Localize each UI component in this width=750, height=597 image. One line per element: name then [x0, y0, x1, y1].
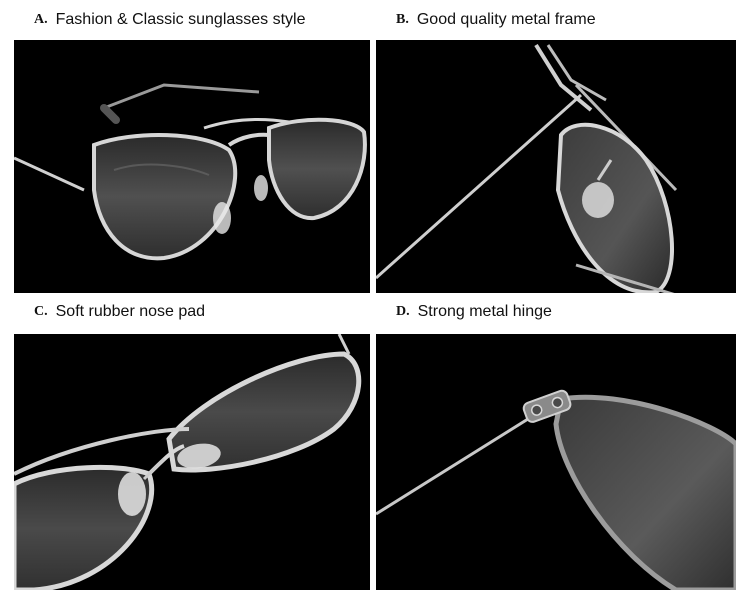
metal-frame-illustration: [376, 43, 678, 293]
photo-metal-hinge: [376, 334, 736, 590]
sunglasses-front-illustration: [14, 83, 367, 261]
caption-c-text: Soft rubber nose pad: [55, 303, 206, 320]
caption-d-text: Strong metal hinge: [417, 303, 552, 320]
caption-c: C. Soft rubber nose pad: [34, 298, 205, 326]
nose-pad-illustration: [14, 334, 362, 590]
photo-metal-frame: [376, 40, 736, 293]
caption-b: B. Good quality metal frame: [396, 6, 596, 34]
photo-nose-pad: [14, 334, 370, 590]
caption-a: A. Fashion & Classic sunglasses style: [34, 6, 306, 34]
caption-d-letter: D.: [396, 304, 410, 319]
caption-a-text: Fashion & Classic sunglasses style: [55, 11, 306, 28]
caption-b-letter: B.: [396, 12, 409, 27]
caption-b-text: Good quality metal frame: [416, 11, 596, 28]
photo-sunglasses-front: [14, 40, 370, 293]
metal-hinge-illustration: [376, 389, 736, 590]
caption-c-letter: C.: [34, 304, 48, 319]
caption-d: D. Strong metal hinge: [396, 298, 552, 326]
caption-a-letter: A.: [34, 12, 48, 27]
